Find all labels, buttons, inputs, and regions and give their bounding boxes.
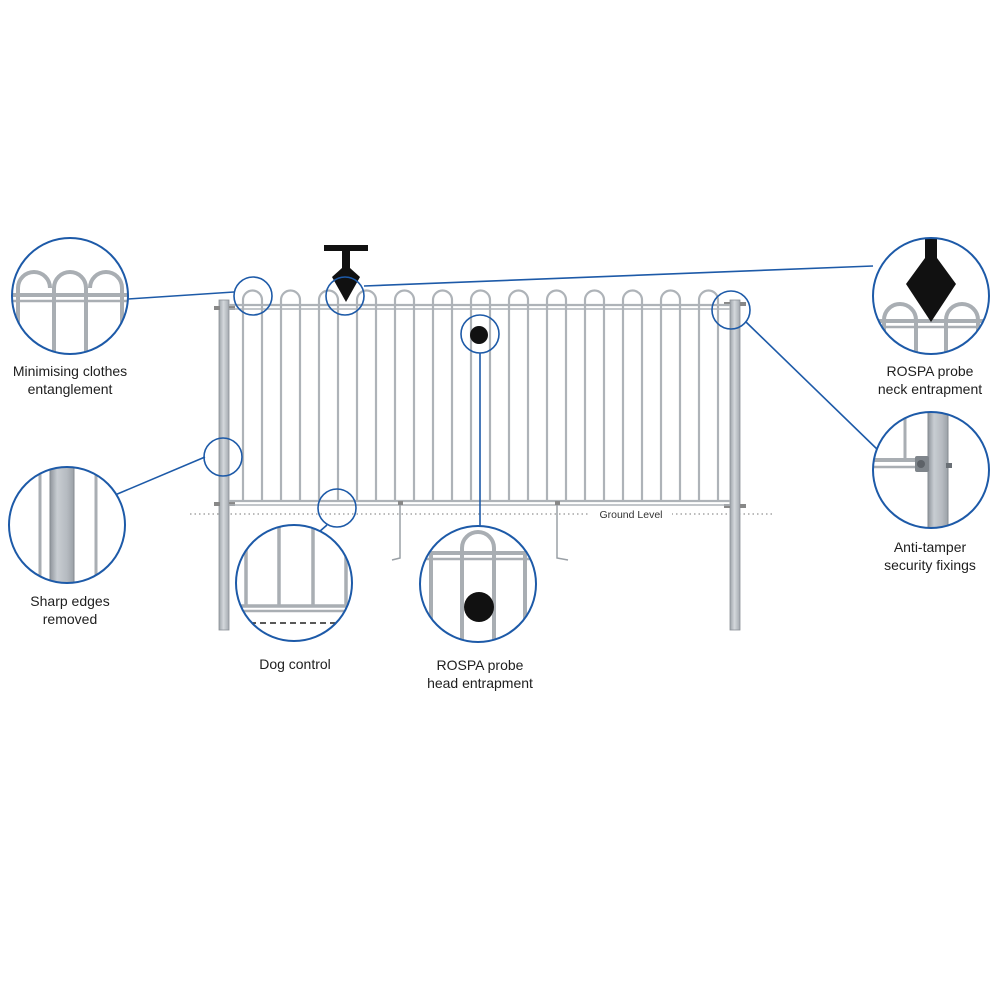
bow-top-loop: [317, 289, 340, 501]
bow-top-loop: [241, 289, 264, 501]
bow-top-loop: [469, 289, 492, 501]
label-dog-control: Dog control: [259, 656, 331, 672]
detail-sharp-edges: [8, 466, 126, 584]
detail-anti-tamper: [872, 411, 990, 529]
label-clothes-entanglement: Minimising clothes entanglement: [12, 363, 128, 397]
bow-top-loop: [279, 289, 302, 501]
detail-neck-entrapment: [872, 237, 990, 355]
detail-head-entrapment: [419, 525, 537, 643]
bow-top-loop: [697, 289, 720, 501]
bow-top-loop: [507, 289, 530, 501]
panel-stakes: [391, 501, 569, 561]
bow-top-loop: [545, 289, 568, 501]
right-post: [729, 299, 741, 631]
location-markers: [203, 276, 751, 528]
bow-top-loop: [659, 289, 682, 501]
neck-probe-on-fence: [324, 245, 368, 302]
head-probe-on-fence: [470, 326, 488, 344]
bow-top-loop: [393, 289, 416, 501]
label-sharp-edges: Sharp edges removed: [30, 593, 110, 627]
label-head-entrapment: ROSPA probe head entrapment: [427, 657, 533, 691]
label-neck-entrapment: ROSPA probe neck entrapment: [877, 363, 983, 397]
ground-level-label: Ground Level: [590, 508, 672, 522]
bow-top-loop: [583, 289, 606, 501]
bow-top-loop: [621, 289, 644, 501]
label-anti-tamper: Anti-tamper security fixings: [884, 539, 976, 573]
detail-dog-control: [235, 524, 353, 642]
left-post: [218, 299, 230, 631]
head-probe-detail: [464, 592, 494, 622]
detail-clothes-entanglement: [11, 237, 129, 355]
bow-top-loop: [355, 289, 378, 501]
bow-top-loop: [431, 289, 454, 501]
leader-lines: [114, 265, 881, 533]
